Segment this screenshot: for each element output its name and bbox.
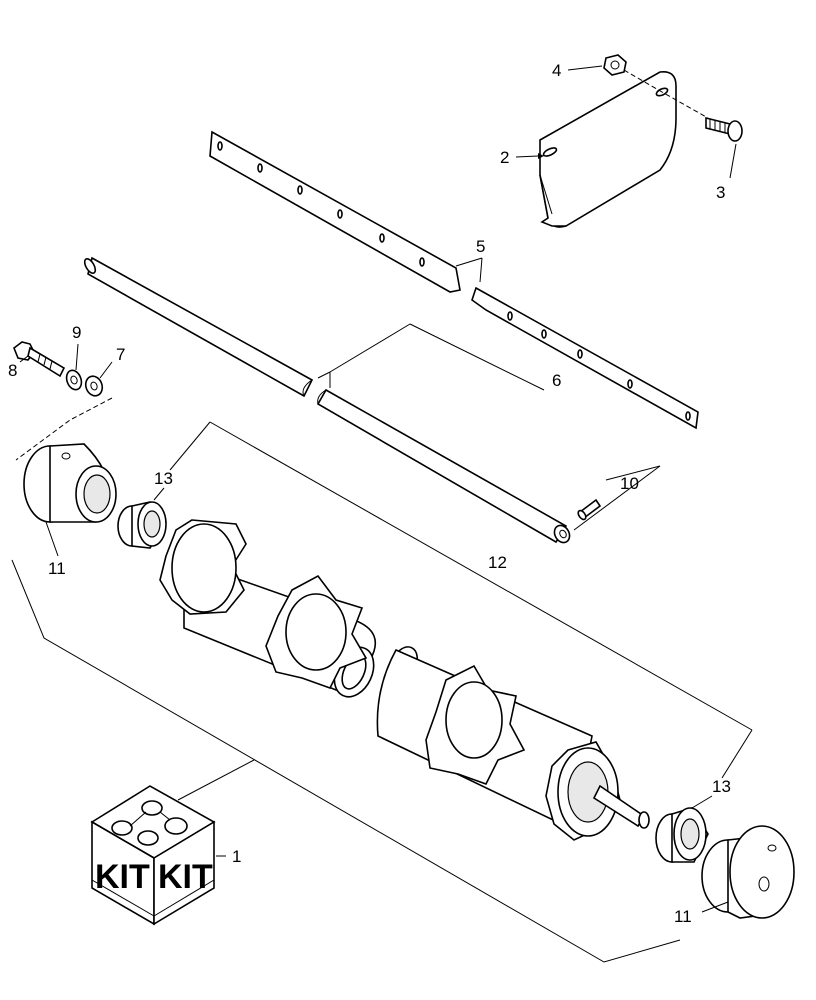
roller-tube-left-half [159, 519, 377, 698]
shaft-upper-section [83, 256, 314, 398]
fittings-icon [111, 800, 188, 846]
callout-1: 1 [232, 847, 241, 866]
callout-5: 5 [476, 237, 485, 256]
hex-nut [603, 54, 627, 76]
scraper-bar-upper [209, 130, 461, 293]
lock-washer [84, 375, 104, 397]
callout-8: 8 [8, 361, 17, 380]
flange-housing-right [701, 825, 795, 919]
callout-6: 6 [552, 371, 561, 390]
callout-12: 12 [488, 553, 507, 572]
roller-tube-right-half [376, 646, 650, 841]
callout-9: 9 [72, 323, 81, 342]
callout-11-left: 11 [48, 559, 66, 578]
ball-bearing-right [655, 807, 709, 863]
flat-washer [65, 369, 83, 391]
kit-label-left: KIT [95, 858, 150, 896]
callout-13-left: 13 [154, 469, 173, 488]
callout-7: 7 [116, 345, 125, 364]
shaft-lower-section [316, 388, 571, 544]
ball-bearing-left [117, 501, 167, 549]
callout-3: 3 [716, 183, 725, 202]
roll-pin [577, 498, 602, 521]
flange-housing-left [23, 443, 117, 523]
kit-box: KIT KIT [90, 785, 216, 926]
callout-labels: 1 2 3 4 5 6 7 8 9 10 11 11 12 13 13 [8, 61, 731, 926]
hex-bolt [13, 341, 66, 378]
callout-4: 4 [552, 61, 561, 80]
kit-label-right: KIT [158, 858, 213, 896]
callout-13-right: 13 [712, 777, 731, 796]
leader-lines [11, 65, 753, 963]
carriage-bolt [705, 116, 743, 142]
callout-2: 2 [500, 148, 509, 167]
mounting-bracket [539, 70, 677, 228]
scraper-bar-lower [471, 286, 699, 430]
callout-10: 10 [620, 474, 639, 493]
callout-11-right: 11 [674, 907, 692, 926]
